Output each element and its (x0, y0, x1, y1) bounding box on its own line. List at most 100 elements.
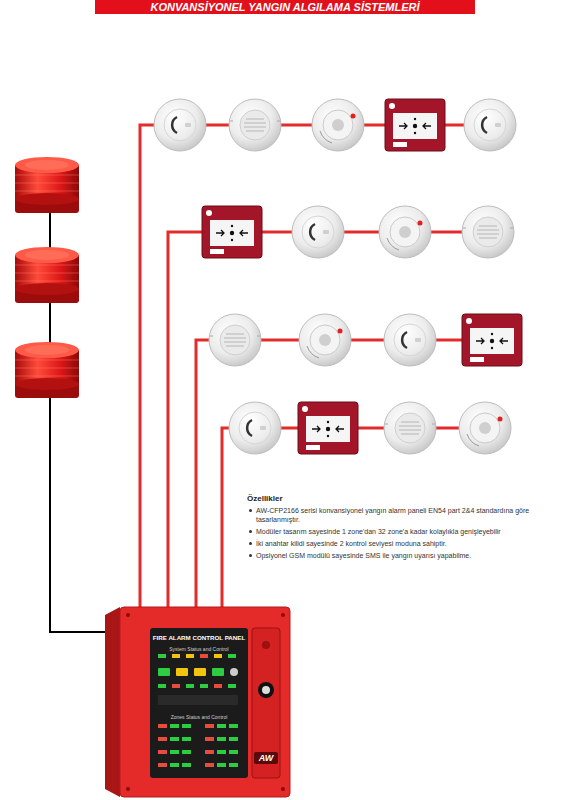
status-leds (176, 668, 188, 676)
panel-front (150, 628, 248, 778)
zone-leds (229, 737, 238, 741)
status-leds (158, 684, 166, 688)
status-leds (158, 668, 170, 676)
status-leds (228, 654, 236, 658)
banner-title: KONVANSİYONEL YANGIN ALGILAMA SİSTEMLERİ (95, 0, 475, 14)
zone-leds (182, 750, 191, 754)
status-leds (186, 654, 194, 658)
heat-detector (384, 402, 436, 454)
status-leds (172, 684, 180, 688)
status-leds (212, 668, 224, 676)
feature-text: Opsiyonel GSM modülü sayesinde SMS ile y… (256, 551, 471, 560)
bullet-item: İki anahtar kilidi sayesinde 2 kontrol s… (247, 539, 559, 548)
photo-detector (299, 314, 351, 366)
zone-leds (170, 724, 179, 728)
panel-screw (262, 641, 270, 649)
zone-leds (217, 750, 226, 754)
zone-leds (182, 737, 191, 741)
sounder-symbol (15, 157, 79, 213)
panel-body (120, 607, 290, 797)
key-switch (262, 686, 270, 694)
feature-text: AW-CFP2166 serisi konvansiyonel yangın a… (256, 506, 559, 524)
title-banner (95, 0, 475, 14)
zone-leds (158, 737, 167, 741)
bullet-dot (249, 509, 252, 512)
bullet-item: Opsiyonel GSM modülü sayesinde SMS ile y… (247, 551, 559, 560)
detectors (154, 99, 522, 454)
zone-leds (158, 724, 238, 767)
heat-detector (462, 206, 514, 258)
smoke-detector (384, 314, 436, 366)
feature-list: ÖzelliklerAW-CFP2166 serisi konvansiyone… (247, 494, 559, 563)
manual-call-point (385, 99, 445, 151)
panel-screw (126, 787, 130, 791)
panel-screw (281, 613, 285, 617)
status-leds (200, 684, 208, 688)
status-leds (194, 668, 206, 676)
control-panel (105, 607, 290, 797)
smoke-detector (292, 206, 344, 258)
smoke-detector (464, 99, 516, 151)
status-leds (230, 668, 238, 676)
zone-leds (182, 724, 191, 728)
panel-strip (252, 628, 280, 778)
bullet-dot (249, 530, 252, 533)
manual-call-point (298, 402, 358, 454)
zone-leds (158, 763, 167, 767)
zone-leds (182, 763, 191, 767)
panel-screw (126, 613, 130, 617)
zone-leds (205, 737, 214, 741)
brand-logo: AW (254, 752, 278, 764)
panel-screw (281, 787, 285, 791)
photo-detector (459, 402, 511, 454)
status-leds (228, 684, 236, 688)
feature-text: İki anahtar kilidi sayesinde 2 kontrol s… (256, 539, 447, 548)
control-panel-face: FIRE ALARM CONTROL PANEL System Status an… (150, 628, 248, 778)
sounders (15, 157, 79, 398)
zone-leds (217, 737, 226, 741)
zone-leds (205, 724, 214, 728)
feature-heading: Özellikler (247, 494, 559, 503)
status-leds (200, 654, 208, 658)
manual-call-point (462, 314, 522, 366)
panel-section-label: System Status and Control (150, 646, 248, 652)
zone-wire (168, 232, 488, 607)
status-leds (158, 654, 238, 705)
bullet-dot (249, 542, 252, 545)
bullet-item: AW-CFP2166 serisi konvansiyonel yangın a… (247, 506, 559, 524)
bullet-dot (249, 554, 252, 557)
panel-section-label: Zones Status and Control (150, 714, 248, 720)
bullet-item: Modüler tasarım sayesinde 1 zone'dan 32 … (247, 527, 559, 536)
zone-leds (229, 750, 238, 754)
key-switch (258, 682, 274, 698)
manual-call-point (202, 206, 262, 258)
zone-wire (196, 340, 492, 607)
photo-detector (312, 99, 364, 151)
zone-leds (205, 750, 214, 754)
zone-leds (217, 724, 226, 728)
photo-detector (379, 206, 431, 258)
status-leds (158, 654, 166, 658)
panel-heading: FIRE ALARM CONTROL PANEL (150, 634, 248, 641)
zone-leds (229, 724, 238, 728)
zone-leds (229, 763, 238, 767)
feature-text: Modüler tasarım sayesinde 1 zone'dan 32 … (256, 527, 501, 536)
status-leds (186, 684, 194, 688)
sounder-symbol (15, 342, 79, 398)
zone-leds (170, 763, 179, 767)
zone-leds (158, 750, 167, 754)
status-leds (214, 684, 222, 688)
status-leds (214, 654, 222, 658)
zone-leds (205, 763, 214, 767)
zone-leds (217, 763, 226, 767)
smoke-detector (154, 99, 206, 151)
panel-side (105, 607, 120, 797)
status-leds (172, 654, 180, 658)
smoke-detector (229, 402, 281, 454)
status-leds (158, 695, 238, 705)
zone-leds (158, 724, 167, 728)
zone-leds (170, 737, 179, 741)
